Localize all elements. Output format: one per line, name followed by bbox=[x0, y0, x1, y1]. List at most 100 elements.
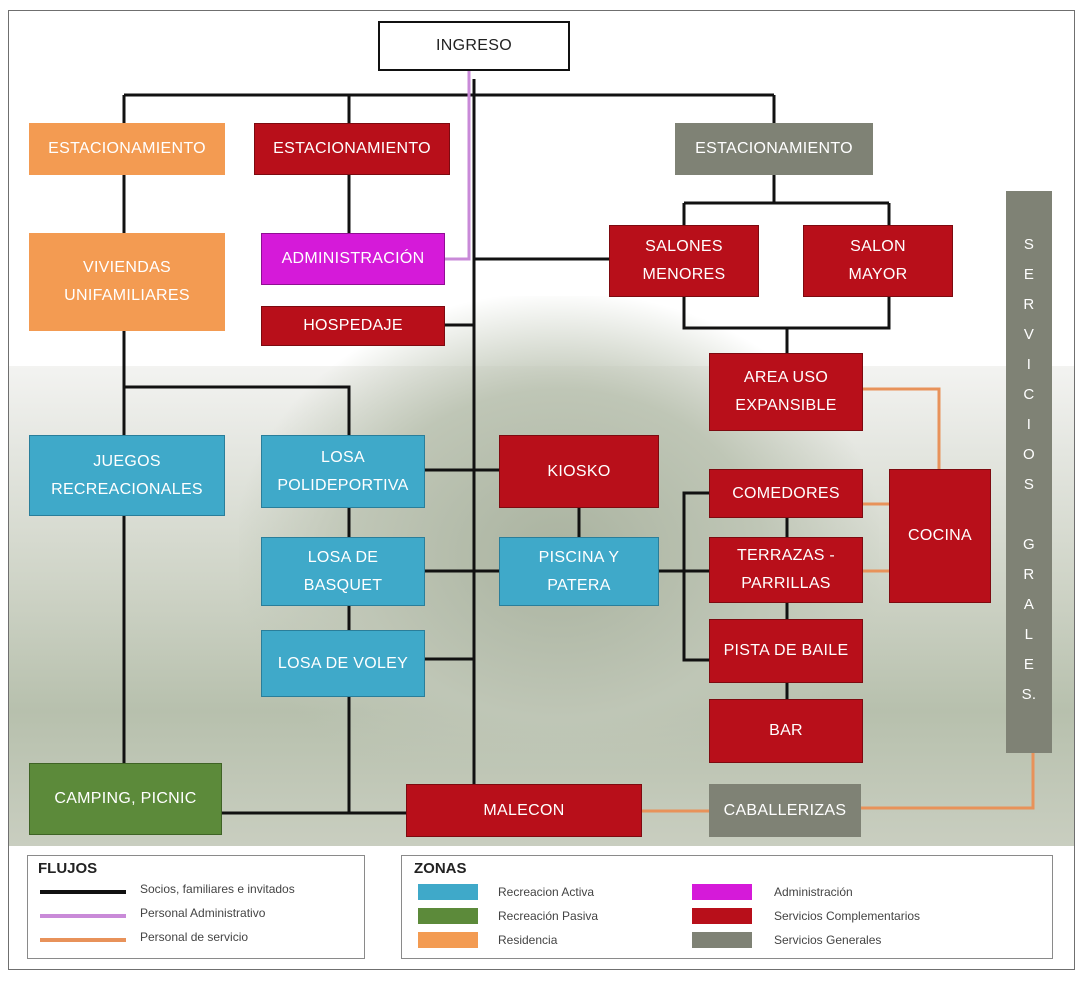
node-hospedaje-label: HOSPEDAJE bbox=[303, 317, 403, 334]
node-juegos-line2: RECREACIONALES bbox=[51, 480, 203, 498]
node-camping-picnic: CAMPING, PICNIC bbox=[29, 763, 222, 835]
node-piscina-line2: PATERA bbox=[547, 576, 611, 594]
legend-label-socios: Socios, familiares e invitados bbox=[140, 882, 295, 896]
legend-label-recreacion-activa: Recreacion Activa bbox=[498, 885, 595, 899]
node-malecon: MALECON bbox=[406, 784, 642, 837]
node-bar-label: BAR bbox=[769, 722, 803, 739]
legend-line-personal-servicio bbox=[40, 938, 126, 942]
node-servicios-grales-letter: I bbox=[1026, 356, 1032, 373]
node-losa-poli-line2: POLIDEPORTIVA bbox=[277, 476, 409, 494]
flow-lines bbox=[122, 33, 1035, 823]
flow-viviendas-juegos bbox=[122, 331, 351, 435]
legend-line-socios bbox=[40, 890, 126, 894]
node-servicios-grales-letter: G bbox=[1023, 536, 1035, 553]
legend-flujos: FLUJOS Socios, familiares e invitados Pe… bbox=[27, 855, 365, 959]
node-juegos-recreacionales: JUEGOS RECREACIONALES bbox=[29, 435, 225, 516]
node-comedores: COMEDORES bbox=[709, 469, 863, 518]
node-losa-volley-label: LOSA DE VOLEY bbox=[277, 654, 409, 672]
legend-label-recreacion-pasiva: Recreación Pasiva bbox=[498, 909, 599, 923]
diagram-frame: INGRESO ESTACIONAMIENTO ESTACIONAMIENTO … bbox=[8, 10, 1075, 970]
node-pista-label: PISTA DE BAILE bbox=[723, 642, 849, 659]
node-caballerizas: CABALLERIZAS bbox=[709, 784, 861, 837]
legend-zonas-title: ZONAS bbox=[414, 860, 467, 877]
node-servicios-grales-letter: C bbox=[1023, 386, 1035, 403]
node-viviendas: VIVIENDAS UNIFAMILIARES bbox=[29, 233, 225, 331]
node-piscina-line1: PISCINA Y bbox=[538, 548, 620, 566]
legend-swatch-servicios-complementarios bbox=[692, 908, 752, 924]
node-estacionamiento-complementarios: ESTACIONAMIENTO bbox=[254, 123, 450, 175]
node-area-uso-line1: AREA USO bbox=[743, 369, 829, 386]
node-cocina-label: COCINA bbox=[907, 527, 973, 544]
node-salon-mayor-line2: MAYOR bbox=[848, 266, 908, 283]
node-terrazas-line2: PARRILLAS bbox=[741, 575, 831, 592]
node-salones-menores-line2: MENORES bbox=[642, 266, 726, 283]
legend-label-personal-servicio: Personal de servicio bbox=[140, 930, 249, 944]
legend-swatch-recreacion-activa bbox=[418, 884, 478, 900]
legend-label-residencia: Residencia bbox=[498, 933, 558, 947]
node-servicios-grales-letter: V bbox=[1023, 326, 1035, 343]
node-servicios-grales-letter: S. bbox=[1021, 686, 1037, 703]
node-salon-mayor: SALON MAYOR bbox=[803, 225, 953, 297]
legend-label-administracion: Administración bbox=[774, 885, 853, 899]
node-servicios-grales-letter: R bbox=[1023, 296, 1035, 313]
flow-service-areauso bbox=[862, 387, 941, 469]
node-losa-basquet-line2: BASQUET bbox=[303, 576, 383, 594]
node-caballerizas-label: CABALLERIZAS bbox=[723, 801, 847, 819]
node-salones-menores: SALONES MENORES bbox=[609, 225, 759, 297]
node-est-orange-label: ESTACIONAMIENTO bbox=[48, 140, 206, 157]
legend-label-personal-admin: Personal Administrativo bbox=[140, 906, 266, 920]
node-salones-menores-line1: SALONES bbox=[645, 238, 723, 255]
node-salon-mayor-line1: SALON bbox=[850, 238, 906, 255]
node-malecon-label: MALECON bbox=[483, 801, 565, 819]
node-hospedaje: HOSPEDAJE bbox=[261, 306, 445, 346]
node-area-uso-line2: EXPANSIBLE bbox=[735, 397, 837, 414]
legend-label-servicios-generales: Servicios Generales bbox=[774, 933, 882, 947]
node-comedores-label: COMEDORES bbox=[732, 484, 840, 502]
node-ingreso: INGRESO bbox=[378, 21, 570, 71]
node-servicios-grales-letter: I bbox=[1026, 416, 1032, 433]
node-losa-polideportiva: LOSA POLIDEPORTIVA bbox=[261, 435, 425, 508]
node-losa-basquet: LOSA DE BASQUET bbox=[261, 537, 425, 606]
flow-est-gray-fork bbox=[682, 174, 891, 225]
node-piscina-patera: PISCINA Y PATERA bbox=[499, 537, 659, 606]
node-administracion: ADMINISTRACIÓN bbox=[261, 233, 445, 285]
node-estacionamiento-residencia: ESTACIONAMIENTO bbox=[29, 123, 225, 175]
node-viviendas-line1: VIVIENDAS bbox=[82, 259, 172, 276]
node-area-uso-expansible: AREA USO EXPANSIBLE bbox=[709, 353, 863, 431]
node-losa-poli-line1: LOSA bbox=[321, 448, 365, 466]
flow-admin-purple bbox=[445, 33, 471, 261]
legend-swatch-residencia bbox=[418, 932, 478, 948]
node-servicios-grales-letter: E bbox=[1023, 656, 1035, 673]
node-ingreso-label: INGRESO bbox=[436, 37, 512, 54]
node-kiosko-label: KIOSKO bbox=[547, 462, 611, 480]
node-cocina: COCINA bbox=[889, 469, 991, 603]
node-losa-volley: LOSA DE VOLEY bbox=[261, 630, 425, 697]
node-servicios-grales-letter: R bbox=[1023, 566, 1035, 583]
node-servicios-grales-letter: L bbox=[1024, 626, 1034, 643]
node-estacionamiento-generales: ESTACIONAMIENTO bbox=[675, 123, 873, 175]
node-pista-baile: PISTA DE BAILE bbox=[709, 619, 863, 683]
legend-zonas: ZONAS Recreacion Activa Recreación Pasiv… bbox=[401, 855, 1053, 959]
node-juegos-line1: JUEGOS bbox=[93, 452, 161, 470]
legend-swatch-administracion bbox=[692, 884, 752, 900]
flow-service-right bbox=[861, 753, 1035, 810]
node-servicios-grales-letter: S bbox=[1023, 236, 1035, 253]
node-servicios-grales-letter: A bbox=[1023, 596, 1035, 613]
node-kiosko: KIOSKO bbox=[499, 435, 659, 508]
node-bar: BAR bbox=[709, 699, 863, 763]
node-viviendas-line2: UNIFAMILIARES bbox=[64, 287, 190, 304]
legend-swatch-recreacion-pasiva bbox=[418, 908, 478, 924]
node-servicios-grales-letter: E bbox=[1023, 266, 1035, 283]
node-camping-label: CAMPING, PICNIC bbox=[54, 790, 197, 807]
flow-comedores-bracket bbox=[682, 491, 709, 662]
legend-label-servicios-complementarios: Servicios Complementarios bbox=[774, 909, 921, 923]
legend-flujos-title: FLUJOS bbox=[38, 860, 98, 877]
node-servicios-grales-letter: S bbox=[1023, 476, 1035, 493]
legend-line-personal-admin bbox=[40, 914, 126, 918]
node-est-gray-label: ESTACIONAMIENTO bbox=[695, 140, 853, 157]
node-terrazas-parrillas: TERRAZAS - PARRILLAS bbox=[709, 537, 863, 603]
node-losa-basquet-line1: LOSA DE bbox=[307, 548, 379, 566]
node-servicios-grales-letter: O bbox=[1023, 446, 1035, 463]
legend-swatch-servicios-generales bbox=[692, 932, 752, 948]
